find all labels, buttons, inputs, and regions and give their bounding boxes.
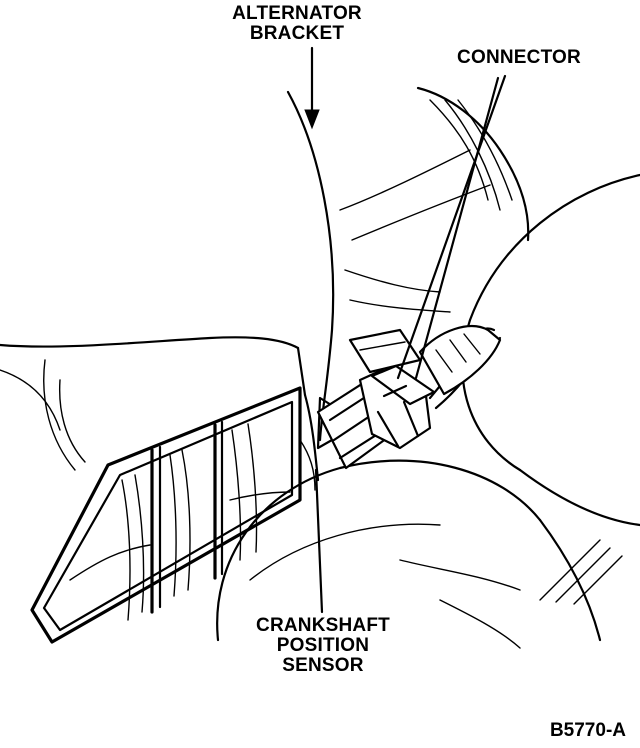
figure-code: B5770-A: [549, 720, 626, 741]
crankshaft-label-line3: SENSOR: [282, 655, 364, 676]
crankshaft-label-line1: CRANKSHAFT: [256, 615, 390, 636]
connector-plug: [358, 325, 502, 450]
alternator-bracket-label-line2: BRACKET: [249, 23, 345, 44]
alternator-body: [461, 173, 640, 605]
connector-label: CONNECTOR: [457, 47, 581, 68]
alternator-bracket-label-line1: ALTERNATOR: [232, 3, 362, 24]
alternator-bracket: [286, 86, 530, 442]
crankshaft-position-sensor-label: CRANKSHAFT POSITION SENSOR: [228, 616, 418, 676]
leader-lines: [304, 46, 507, 614]
balancer-hub: [216, 459, 602, 649]
alternator-bracket-label: ALTERNATOR BRACKET: [222, 4, 372, 44]
crankshaft-label-line2: POSITION: [276, 635, 370, 656]
timing-cover-housing: [0, 336, 307, 644]
